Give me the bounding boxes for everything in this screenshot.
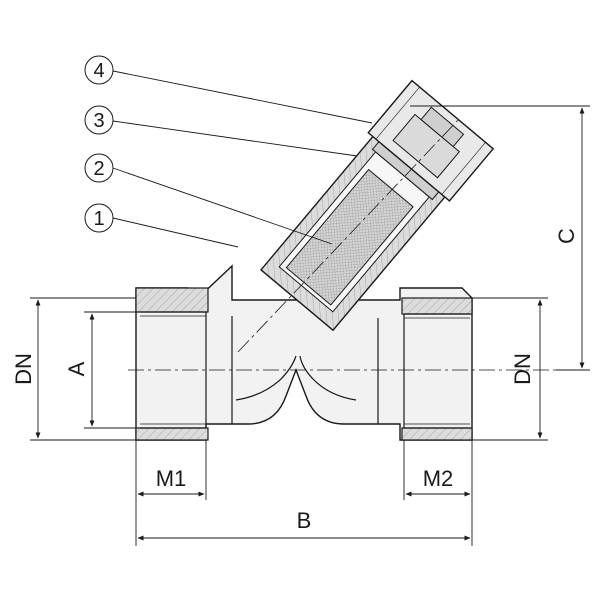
dimension-b xyxy=(135,500,471,546)
dimension-m2-label: M2 xyxy=(423,466,454,491)
center-lines xyxy=(128,117,556,371)
callout-4-label: 4 xyxy=(93,60,104,82)
dimension-dn-right-label: DN xyxy=(510,353,535,385)
callout-4: 4 xyxy=(84,55,114,85)
dimension-a xyxy=(84,311,136,429)
valve-body xyxy=(135,264,473,441)
callout-1-label: 1 xyxy=(93,208,104,230)
callout-3: 3 xyxy=(84,105,114,135)
dimension-b-label: B xyxy=(297,508,312,533)
dimension-m1-label: M1 xyxy=(156,466,187,491)
dimension-m1 xyxy=(135,440,207,500)
dimension-c-label: C xyxy=(554,228,579,244)
dimension-dn-left-label: DN xyxy=(11,353,36,385)
dimension-a-label: A xyxy=(64,361,89,376)
callout-3-label: 3 xyxy=(93,110,104,132)
right-port xyxy=(401,297,473,441)
callout-2: 2 xyxy=(84,153,114,183)
dimension-c xyxy=(410,105,590,371)
callout-1: 1 xyxy=(84,203,114,233)
dimension-dn-right xyxy=(472,297,548,441)
dimension-dn-left xyxy=(30,297,136,441)
callout-leaders xyxy=(112,70,373,248)
callout-2-label: 2 xyxy=(93,158,104,180)
left-port xyxy=(135,287,209,441)
dimension-m2 xyxy=(403,440,473,546)
